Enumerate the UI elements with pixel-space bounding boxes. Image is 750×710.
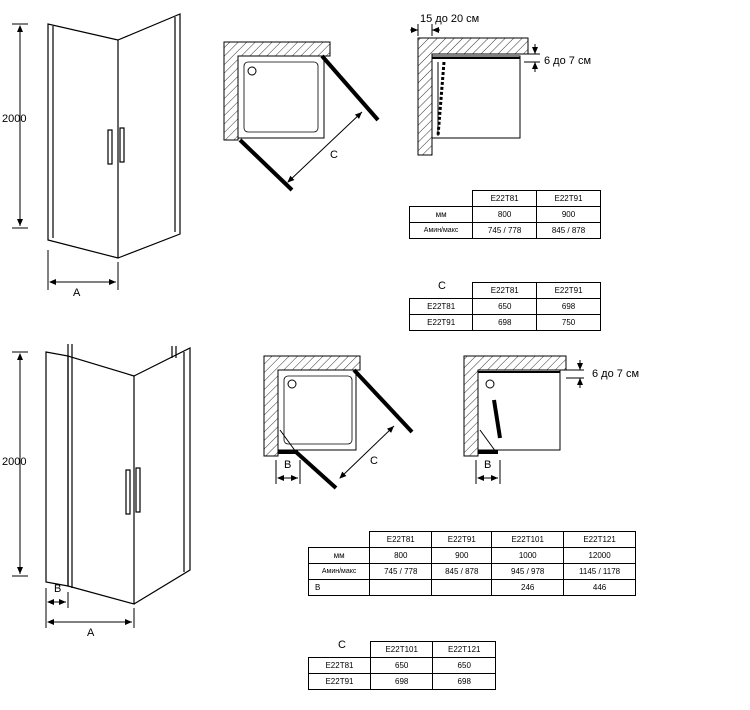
offset-v-label-top: 6 до 7 см xyxy=(544,55,592,67)
table-cell: 900 xyxy=(536,206,601,223)
table-row: E22T81 650 698 xyxy=(408,298,601,315)
table-cell xyxy=(369,579,433,596)
offset-h-label: 15 до 20 см xyxy=(420,13,480,25)
table-cell: 698 xyxy=(536,298,601,315)
table-cell: 945 / 978 xyxy=(491,563,565,580)
table-cell: 900 xyxy=(431,547,493,564)
table-header: E22T91 xyxy=(536,282,601,299)
table-row: мм 800 900 1000 12000 xyxy=(307,547,636,564)
a-label-bottom: A xyxy=(87,627,95,639)
table-row: E22T91 698 750 xyxy=(408,314,601,331)
height-label-top: 2000 xyxy=(2,113,27,125)
plan-view-bottom-1 xyxy=(263,355,414,490)
table-row: B 246 446 xyxy=(307,579,636,596)
table-header: E22T91 xyxy=(536,190,601,207)
size-table-top: E22T81 E22T91 мм 800 900 Амин/макс 745 /… xyxy=(408,190,601,239)
table-cell: 745 / 778 xyxy=(369,563,433,580)
table-cell: E22T91 xyxy=(308,673,371,690)
size-table-bottom: E22T81 E22T91 E22T101 E22T121 мм 800 900… xyxy=(307,531,636,596)
table-cell: 446 xyxy=(563,579,636,596)
c-table-top: E22T81 E22T91 E22T81 650 698 E22T91 698 … xyxy=(408,282,601,331)
table-cell: 800 xyxy=(369,547,433,564)
table-row: Амин/макс 745 / 778 845 / 878 945 / 978 … xyxy=(307,563,636,580)
enclosure-3d-top xyxy=(47,13,181,259)
offset-v-label-bottom: 6 до 7 см xyxy=(592,368,640,380)
table-header: E22T91 xyxy=(431,531,493,548)
table-cell: мм xyxy=(408,206,474,223)
table-cell: 845 / 878 xyxy=(431,563,493,580)
width-dimension-top xyxy=(47,250,119,290)
table-cell: 800 xyxy=(472,206,538,223)
table-cell: 698 xyxy=(369,673,434,690)
table-cell: 650 xyxy=(472,298,538,315)
height-dimension-bottom xyxy=(12,351,28,577)
c-table-title-bottom: C xyxy=(338,639,346,651)
table-cell: мм xyxy=(307,547,371,564)
diag-label-top: C xyxy=(330,149,338,161)
height-dimension-top xyxy=(12,23,28,229)
table-cell: E22T81 xyxy=(308,657,371,674)
plan-b-label: B xyxy=(284,459,292,471)
enclosure-3d-bottom xyxy=(45,344,191,605)
a-dimension-bottom xyxy=(47,608,135,628)
table-header: E22T101 xyxy=(369,641,434,658)
table-cell: 650 xyxy=(369,657,434,674)
c-table-title-top: C xyxy=(438,280,446,292)
table-cell: 1145 / 1178 xyxy=(563,563,636,580)
table-header: E22T121 xyxy=(563,531,636,548)
table-header: E22T121 xyxy=(432,641,496,658)
table-cell: 698 xyxy=(432,673,496,690)
table-header: E22T81 xyxy=(472,190,538,207)
table-header: E22T81 xyxy=(369,531,433,548)
table-row: E22T81 650 650 xyxy=(308,657,496,674)
diag-label-bottom: C xyxy=(370,455,378,467)
table-cell: Амин/макс xyxy=(408,222,474,239)
table-cell xyxy=(431,579,493,596)
table-cell: 698 xyxy=(472,314,538,331)
table-header: E22T81 xyxy=(472,282,538,299)
table-cell: 1000 xyxy=(491,547,565,564)
b-dimension-bottom xyxy=(45,588,69,628)
b-label-bottom: B xyxy=(54,583,62,595)
table-row: Амин/макс 745 / 778 845 / 878 xyxy=(408,222,601,239)
table-cell: 750 xyxy=(536,314,601,331)
table-cell: 745 / 778 xyxy=(472,222,538,239)
table-cell: B xyxy=(307,579,371,596)
c-table-bottom: E22T101 E22T121 E22T81 650 650 E22T91 69… xyxy=(308,641,496,690)
height-label-bottom: 2000 xyxy=(2,456,27,468)
table-header: E22T101 xyxy=(491,531,565,548)
plan-view-top-2 xyxy=(410,24,540,156)
plan-view-bottom-2 xyxy=(463,355,584,484)
table-row: E22T91 698 698 xyxy=(308,673,496,690)
table-cell: E22T91 xyxy=(408,314,474,331)
table-row: мм 800 900 xyxy=(408,206,601,223)
width-label-top: A xyxy=(73,287,81,299)
table-cell: 12000 xyxy=(563,547,636,564)
table-cell: 845 / 878 xyxy=(536,222,601,239)
plan-view-top-1 xyxy=(223,41,380,192)
plan2-b-label: B xyxy=(484,459,492,471)
table-cell: Амин/макс xyxy=(307,563,371,580)
table-cell: 650 xyxy=(432,657,496,674)
table-cell: 246 xyxy=(491,579,565,596)
table-cell: E22T81 xyxy=(408,298,474,315)
